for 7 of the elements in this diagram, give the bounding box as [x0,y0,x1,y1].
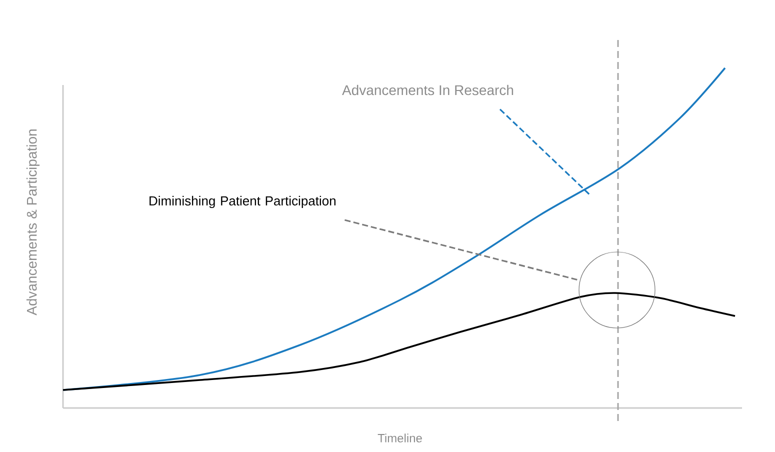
highlight-circle [578,252,656,328]
leader-line [499,108,591,196]
callout-text: Diminishing Patient Participation [150,196,336,208]
axis-title: Timeline [378,434,422,442]
axis-title: Advancements & Participation [26,130,40,316]
callout-text: Advancements In Research [342,84,514,96]
leader-line [344,219,580,282]
